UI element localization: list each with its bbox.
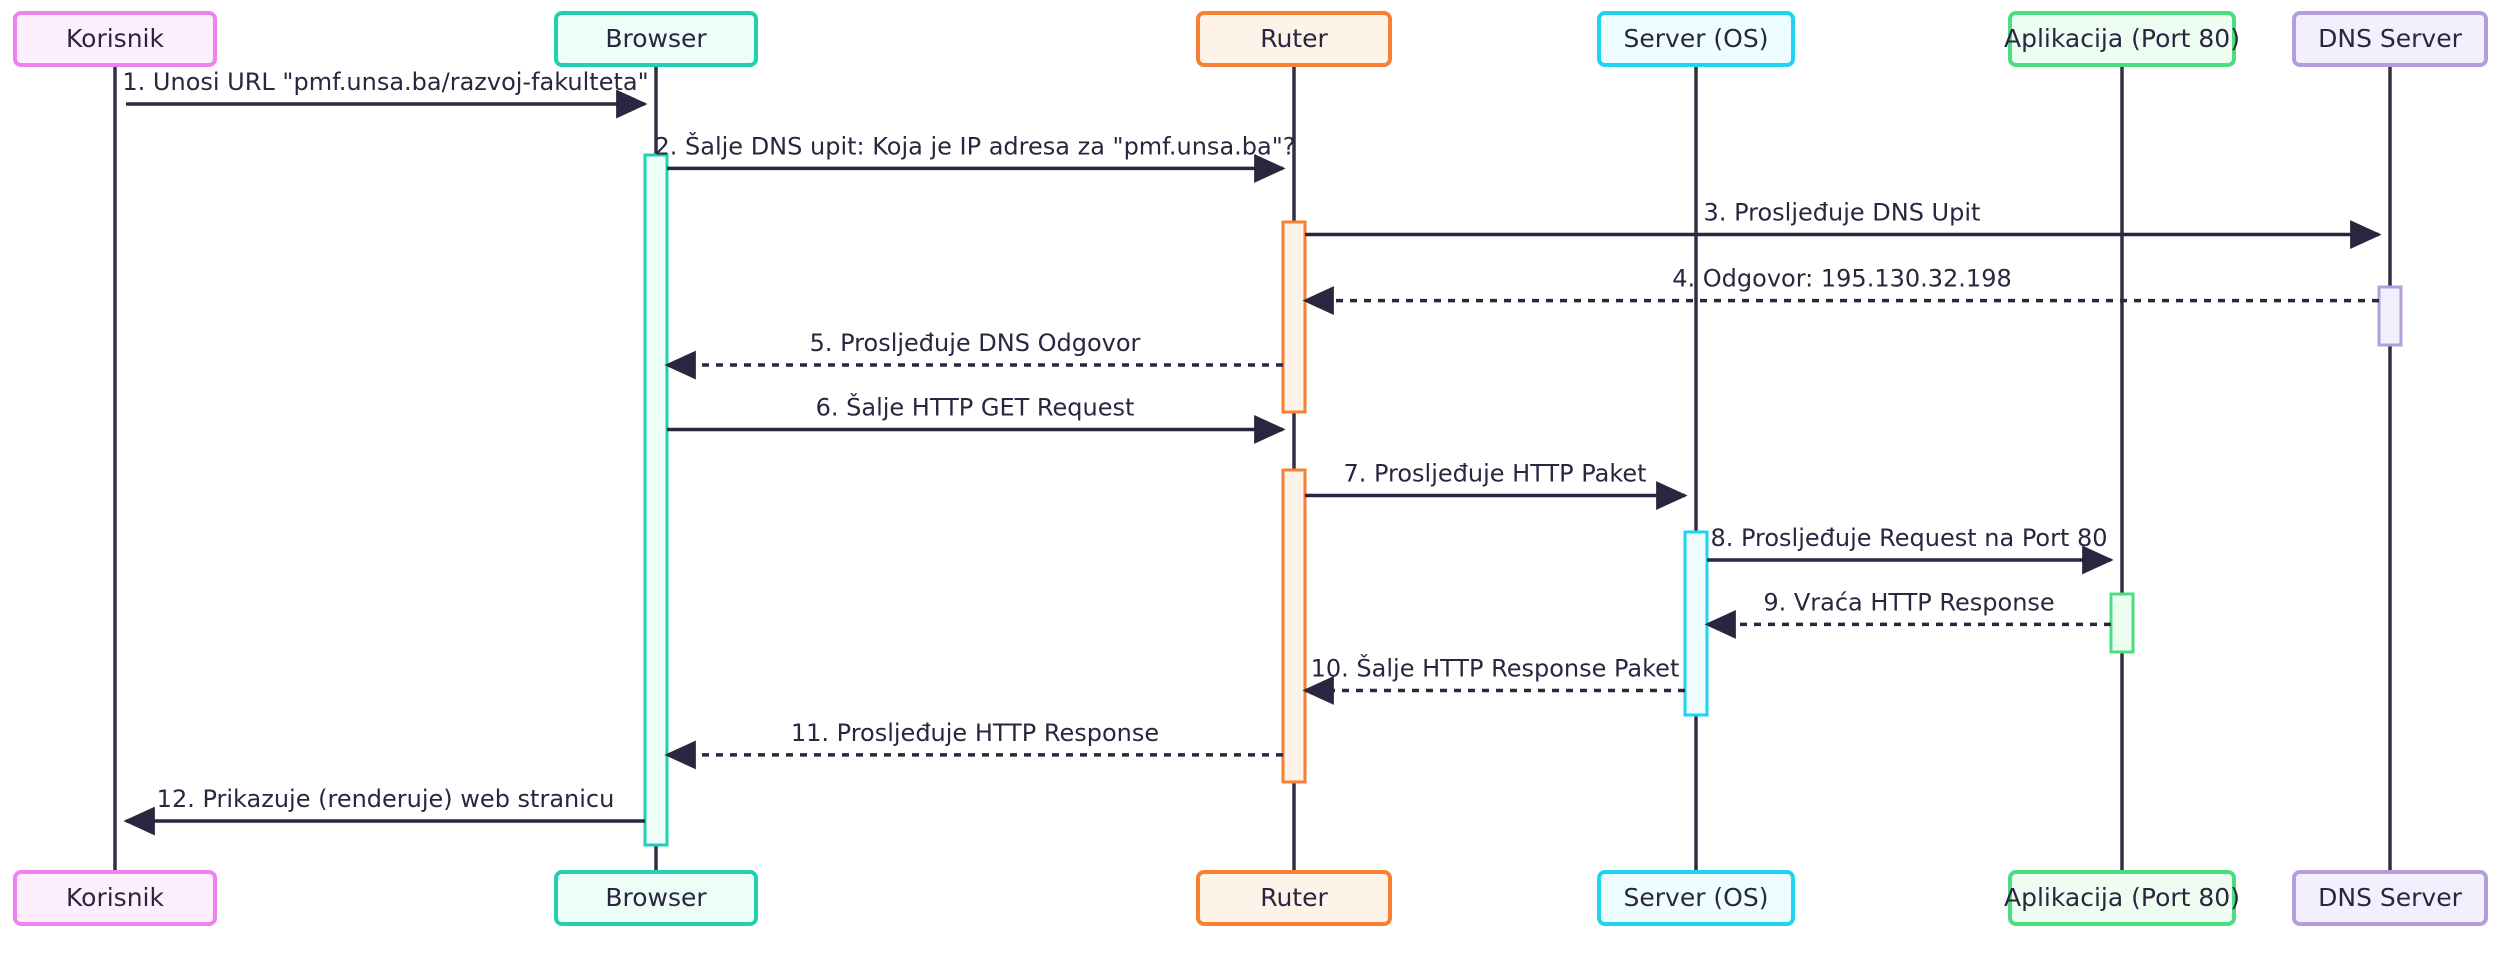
participant-label-korisnik: Korisnik [66,24,164,53]
participant-dns-server-top[interactable]: DNS Server [2292,11,2488,67]
lifelines-layer [113,65,2392,872]
participant-box-server-os[interactable] [1597,11,1795,67]
participant-ruter-bottom[interactable]: Ruter [1196,870,1392,926]
participant-box-korisnik[interactable] [13,870,217,926]
message-label-4: 4. Odgovor: 195.130.32.198 [1672,265,2011,293]
participant-aplikacija-top[interactable]: Aplikacija (Port 80) [2004,11,2240,67]
participant-box-ruter[interactable] [1196,870,1392,926]
activation-bar-aplikacija-1 [2109,592,2135,654]
participant-browser-top[interactable]: Browser [554,11,758,67]
activation-bar-ruter-2 [1281,468,1307,784]
message-label-2: 2. Šalje DNS upit: Koja je IP adresa za … [655,130,1296,160]
message-label-11: 11. Prosljeđuje HTTP Response [791,719,1159,747]
participant-box-dns-server[interactable] [2292,11,2488,67]
participant-box-browser[interactable] [554,870,758,926]
participant-ruter-top[interactable]: Ruter [1196,11,1392,67]
participant-label-browser: Browser [605,24,707,53]
participant-box-browser[interactable] [554,11,758,67]
message-8: 8. Prosljeđuje Request na Port 80 [1707,524,2114,575]
activation-bar-ruter-1 [1281,220,1307,414]
participant-box-aplikacija[interactable] [2008,11,2236,67]
participant-label-browser: Browser [605,883,707,912]
activation-bar-browser-1 [643,153,669,847]
message-label-10: 10. Šalje HTTP Response Paket [1311,652,1680,682]
message-label-12: 12. Prikazuje (renderuje) web stranicu [157,785,615,813]
participant-label-aplikacija: Aplikacija (Port 80) [2004,24,2240,53]
participant-server-os-bottom[interactable]: Server (OS) [1597,870,1795,926]
message-label-3: 3. Prosljeđuje DNS Upit [1704,199,1981,227]
message-3: 3. Prosljeđuje DNS Upit [1305,199,2382,249]
participant-label-korisnik: Korisnik [66,883,164,912]
participant-box-dns-server[interactable] [2292,870,2488,926]
message-1: 1. Unosi URL "pmf.unsa.ba/razvoj-fakulte… [122,68,649,119]
activation-bar-dns-server-1 [2377,285,2403,347]
message-2: 2. Šalje DNS upit: Koja je IP adresa za … [655,130,1296,183]
message-6: 6. Šalje HTTP GET Request [667,391,1286,444]
message-5: 5. Prosljeđuje DNS Odgovor [664,329,1283,380]
participant-box-aplikacija[interactable] [2008,870,2236,926]
participant-aplikacija-bottom[interactable]: Aplikacija (Port 80) [2004,870,2240,926]
participant-label-dns-server: DNS Server [2318,883,2462,912]
message-label-7: 7. Prosljeđuje HTTP Paket [1343,460,1646,488]
participant-label-ruter: Ruter [1260,24,1328,53]
participant-dns-server-bottom[interactable]: DNS Server [2292,870,2488,926]
activations-layer [643,153,2403,847]
message-7: 7. Prosljeđuje HTTP Paket [1305,460,1688,510]
participant-box-korisnik[interactable] [13,11,217,67]
participant-label-dns-server: DNS Server [2318,24,2462,53]
message-9: 9. Vraća HTTP Response [1704,588,2111,639]
message-12: 12. Prikazuje (renderuje) web stranicu [123,785,645,836]
messages-layer: 1. Unosi URL "pmf.unsa.ba/razvoj-fakulte… [122,68,2382,836]
participant-browser-bottom[interactable]: Browser [554,870,758,926]
participant-label-server-os: Server (OS) [1624,24,1769,53]
participant-korisnik-bottom[interactable]: Korisnik [13,870,217,926]
message-label-5: 5. Prosljeđuje DNS Odgovor [810,329,1141,357]
participants-layer: KorisnikKorisnikBrowserBrowserRuterRuter… [13,11,2488,926]
message-11: 11. Prosljeđuje HTTP Response [664,719,1283,770]
message-4: 4. Odgovor: 195.130.32.198 [1302,265,2379,316]
message-label-9: 9. Vraća HTTP Response [1763,588,2054,616]
participant-box-server-os[interactable] [1597,870,1795,926]
participant-korisnik-top[interactable]: Korisnik [13,11,217,67]
participant-box-ruter[interactable] [1196,11,1392,67]
participant-label-aplikacija: Aplikacija (Port 80) [2004,883,2240,912]
message-10: 10. Šalje HTTP Response Paket [1302,652,1685,705]
message-label-1: 1. Unosi URL "pmf.unsa.ba/razvoj-fakulte… [122,68,648,96]
message-label-8: 8. Prosljeđuje Request na Port 80 [1710,524,2107,552]
participant-server-os-top[interactable]: Server (OS) [1597,11,1795,67]
participant-label-ruter: Ruter [1260,883,1328,912]
message-label-6: 6. Šalje HTTP GET Request [816,391,1135,421]
participant-label-server-os: Server (OS) [1624,883,1769,912]
activation-bar-server-os-1 [1683,530,1709,717]
